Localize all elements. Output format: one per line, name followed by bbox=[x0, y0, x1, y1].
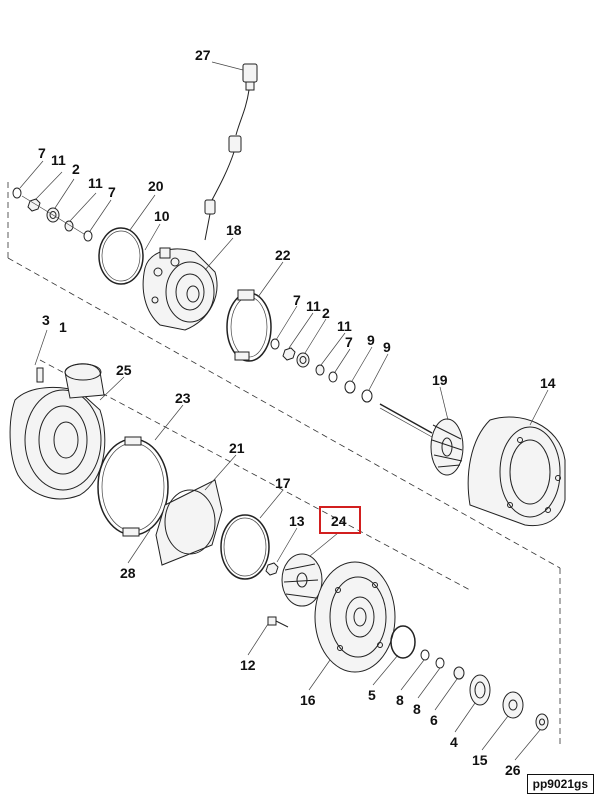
callout-21[interactable]: 21 bbox=[229, 440, 245, 456]
callout-17[interactable]: 17 bbox=[275, 475, 291, 491]
part-25-compressor-housing bbox=[9, 363, 106, 500]
part-16-back-plate bbox=[314, 561, 396, 673]
part-17-seal-ring bbox=[220, 514, 270, 580]
part-13-nut bbox=[265, 562, 279, 576]
part-19-shaft-and-wheel bbox=[379, 403, 464, 476]
part-24-compressor-wheel bbox=[281, 553, 323, 607]
small-parts-group-upper bbox=[12, 187, 93, 242]
callout-13[interactable]: 13 bbox=[289, 513, 305, 529]
callout-23[interactable]: 23 bbox=[175, 390, 191, 406]
callout-4[interactable]: 4 bbox=[450, 734, 458, 750]
callout-7[interactable]: 7 bbox=[38, 145, 46, 161]
assembly-frame-lines bbox=[7, 182, 561, 748]
callout-22[interactable]: 22 bbox=[275, 247, 291, 263]
part-12-bolt bbox=[267, 616, 289, 628]
small-parts-group-middle bbox=[270, 338, 373, 403]
leader-lines bbox=[19, 61, 549, 761]
callout-11[interactable]: 11 bbox=[306, 298, 321, 314]
callout-24[interactable]: 24 bbox=[331, 513, 347, 529]
callout-8[interactable]: 8 bbox=[396, 692, 404, 708]
callout-6[interactable]: 6 bbox=[430, 712, 438, 728]
callout-labels: 27 7 11 2 11 7 20 10 18 22 7 11 2 11 7 9… bbox=[38, 47, 556, 778]
parts-3-1 bbox=[34, 329, 48, 383]
small-parts-group-lower bbox=[390, 625, 549, 731]
callout-9[interactable]: 9 bbox=[383, 339, 391, 355]
callout-2[interactable]: 2 bbox=[72, 161, 80, 177]
callout-8[interactable]: 8 bbox=[413, 701, 421, 717]
callout-18[interactable]: 18 bbox=[226, 222, 242, 238]
part-23-large-v-band-clamp bbox=[97, 436, 169, 537]
callout-11[interactable]: 11 bbox=[51, 152, 66, 168]
callout-26[interactable]: 26 bbox=[505, 762, 521, 778]
callout-11[interactable]: 11 bbox=[88, 175, 103, 191]
part-18-center-housing bbox=[142, 247, 218, 331]
callout-11[interactable]: 11 bbox=[337, 318, 352, 334]
callout-2[interactable]: 2 bbox=[322, 305, 330, 321]
callout-7[interactable]: 7 bbox=[293, 292, 301, 308]
part-21-gasket bbox=[155, 479, 223, 566]
part-20-o-ring bbox=[98, 227, 144, 285]
callout-28[interactable]: 28 bbox=[120, 565, 136, 581]
callout-15[interactable]: 15 bbox=[472, 752, 488, 768]
callout-20[interactable]: 20 bbox=[148, 178, 164, 194]
part-27-sensor bbox=[204, 63, 258, 241]
highlight-box-24 bbox=[319, 506, 361, 534]
figure-code-label: pp9021gs bbox=[526, 774, 594, 794]
callout-7[interactable]: 7 bbox=[108, 184, 116, 200]
callout-3[interactable]: 3 bbox=[42, 312, 50, 328]
callout-7[interactable]: 7 bbox=[345, 334, 353, 350]
callout-9[interactable]: 9 bbox=[367, 332, 375, 348]
callout-25[interactable]: 25 bbox=[116, 362, 132, 378]
callout-10[interactable]: 10 bbox=[154, 208, 170, 224]
part-14-turbine-housing bbox=[467, 416, 566, 527]
callout-12[interactable]: 12 bbox=[240, 657, 256, 673]
callout-19[interactable]: 19 bbox=[432, 372, 448, 388]
callout-5[interactable]: 5 bbox=[368, 687, 376, 703]
callout-14[interactable]: 14 bbox=[540, 375, 556, 391]
callout-27[interactable]: 27 bbox=[195, 47, 211, 63]
callout-1[interactable]: 1 bbox=[59, 319, 67, 335]
part-22-v-band-clamp bbox=[226, 289, 272, 362]
callout-16[interactable]: 16 bbox=[300, 692, 316, 708]
